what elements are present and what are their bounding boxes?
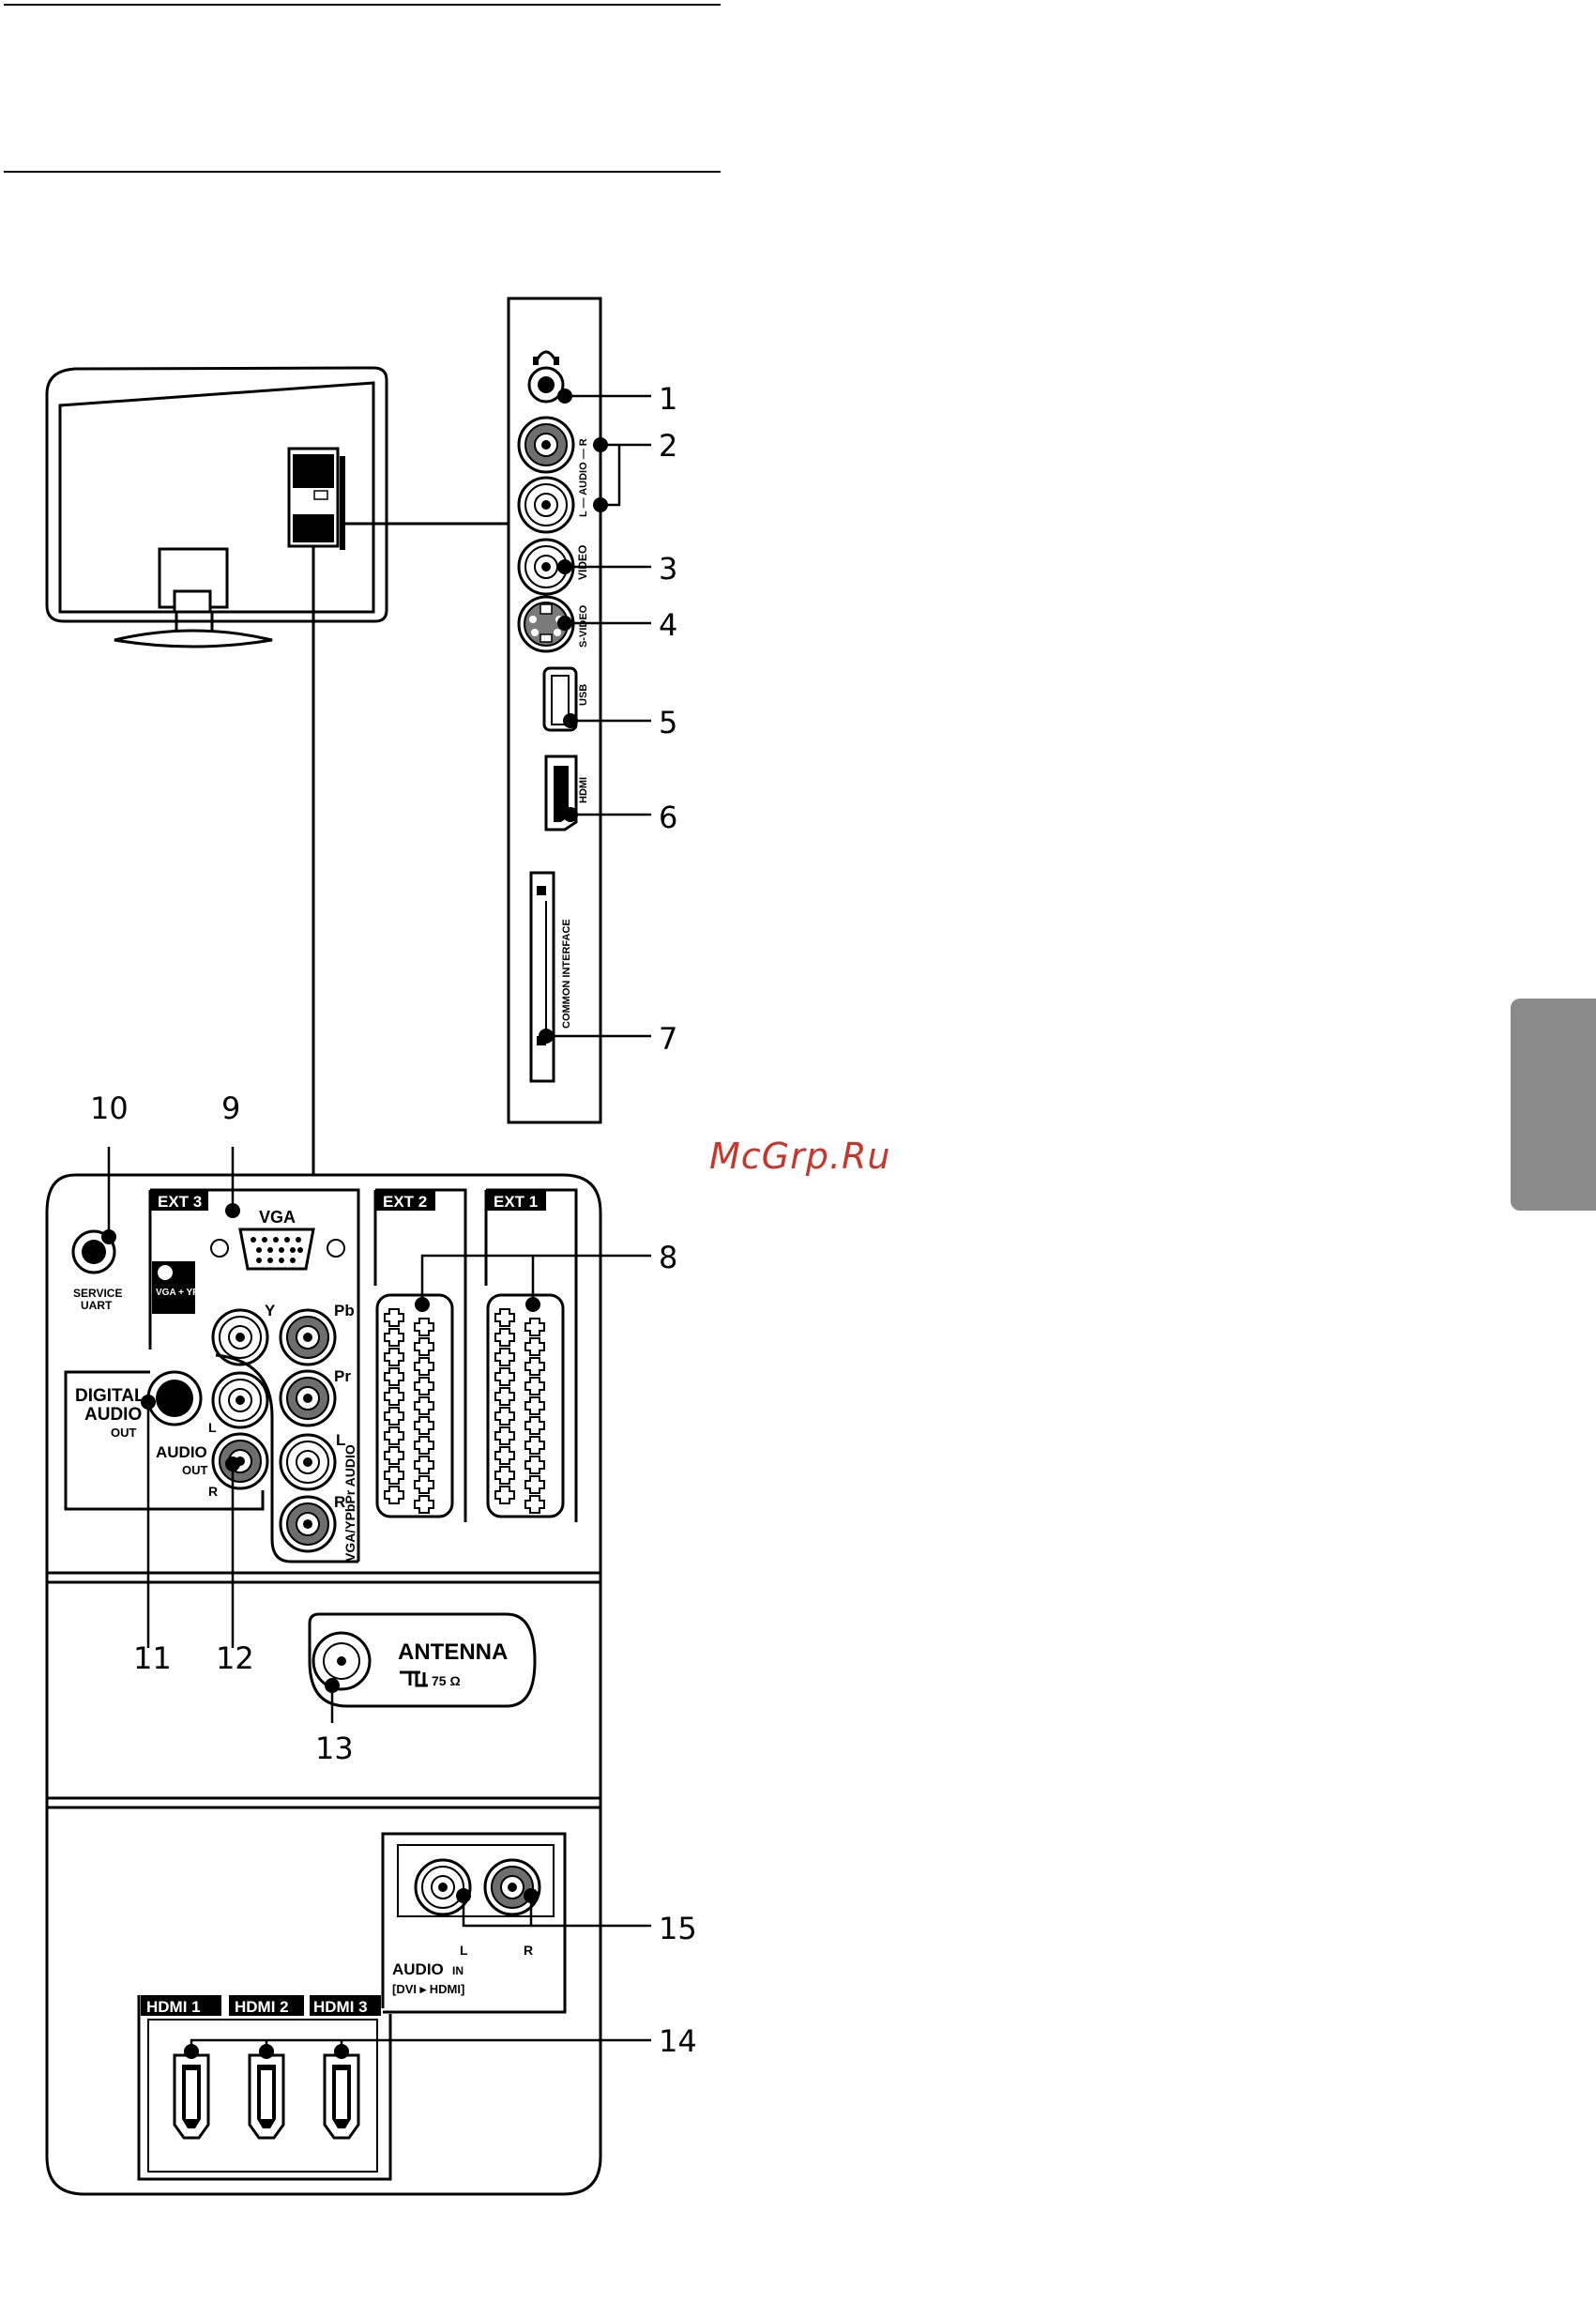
audio-out-l-label: L xyxy=(208,1420,217,1435)
vga-audio-l-jack xyxy=(281,1435,335,1489)
audio-out-r-jack xyxy=(213,1434,267,1488)
antenna-ohm-label: 75 Ω xyxy=(432,1673,461,1688)
audio-in-l-label: L xyxy=(460,1943,468,1958)
audio-out-l-jack xyxy=(213,1373,267,1427)
callout-2: 2 xyxy=(659,428,677,464)
service-label: SERVICE xyxy=(73,1287,122,1300)
digital-audio-label: AUDIO xyxy=(84,1405,142,1425)
callout-13: 13 xyxy=(315,1731,354,1766)
y-label: Y xyxy=(265,1302,276,1319)
hdmi2-port xyxy=(250,2055,283,2138)
audio-in-l-jack xyxy=(416,1860,470,1914)
callout-12: 12 xyxy=(216,1640,254,1676)
callout-1: 1 xyxy=(659,381,677,417)
pr-label: Pr xyxy=(334,1367,351,1385)
common-interface-slot xyxy=(531,873,554,1081)
callout-7: 7 xyxy=(659,1021,677,1057)
callout-5: 5 xyxy=(659,705,677,740)
side-video-label: VIDEO xyxy=(576,545,589,580)
callout-6: 6 xyxy=(659,800,677,835)
antenna-jack xyxy=(313,1633,370,1689)
hdmi1-label: HDMI 1 xyxy=(146,1998,201,2016)
callout-14: 14 xyxy=(659,2023,697,2059)
callout-3: 3 xyxy=(659,551,677,587)
audio-l-jack xyxy=(519,478,573,532)
vga-label: VGA xyxy=(259,1208,296,1227)
ext3-label: EXT 3 xyxy=(158,1193,202,1211)
audio-out-audio-label: AUDIO xyxy=(156,1443,207,1461)
antenna-label: ANTENNA xyxy=(398,1639,508,1665)
callout-10: 10 xyxy=(90,1090,129,1126)
audio-out-r-label: R xyxy=(208,1484,218,1499)
vga-ypbpr-audio-label: VGA/YPbPr AUDIO xyxy=(342,1444,357,1562)
audio-r-jack xyxy=(519,418,573,472)
audio-out-out-label: OUT xyxy=(182,1463,208,1477)
audio-in-in-label: IN xyxy=(452,1964,464,1977)
dvi-hdmi-label: [DVI ▸ HDMI] xyxy=(392,1982,464,1996)
audio-in-r-label: R xyxy=(524,1943,533,1958)
pb-jack xyxy=(281,1310,335,1365)
side-ci-label: COMMON INTERFACE xyxy=(561,919,572,1029)
ext2-label: EXT 2 xyxy=(383,1193,427,1211)
side-audio-label: L — AUDIO — R xyxy=(578,438,589,517)
callout-8: 8 xyxy=(659,1240,677,1275)
vga-audio-r-jack xyxy=(281,1497,335,1551)
digital-label: DIGITAL xyxy=(75,1386,145,1406)
uart-label: UART xyxy=(81,1299,113,1312)
hdmi3-label: HDMI 3 xyxy=(313,1998,368,2016)
callout-15: 15 xyxy=(659,1911,697,1946)
ext1-label: EXT 1 xyxy=(494,1193,538,1211)
digital-audio-out-jack xyxy=(148,1372,201,1425)
callout-9: 9 xyxy=(221,1090,240,1126)
side-connector-panel: L — AUDIO — R VIDEO S-VIDEO USB HDMI xyxy=(509,298,600,1122)
side-hdmi-label: HDMI xyxy=(578,777,589,803)
side-usb-label: USB xyxy=(578,684,589,706)
callout-4: 4 xyxy=(659,607,677,643)
hdmi1-port xyxy=(175,2055,208,2138)
audio-in-label: AUDIO xyxy=(392,1960,444,1978)
pb-label: Pb xyxy=(334,1302,355,1319)
pr-jack xyxy=(281,1371,335,1426)
hdmi3-port xyxy=(325,2055,358,2138)
digital-out-label: OUT xyxy=(111,1426,137,1440)
side-svideo-label: S-VIDEO xyxy=(578,604,589,648)
hdmi2-label: HDMI 2 xyxy=(235,1998,289,2016)
vga-ypbpr-note-text: VGA + YPbPr xyxy=(156,1288,215,1298)
callout-11: 11 xyxy=(133,1640,172,1676)
tv-back-illustration xyxy=(47,368,387,647)
